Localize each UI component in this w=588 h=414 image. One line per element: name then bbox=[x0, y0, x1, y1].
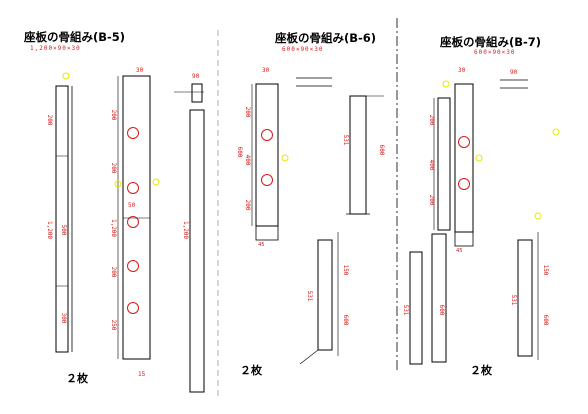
dim-b5-side-5: 250 bbox=[110, 320, 117, 331]
panel-qty-b6: ２枚 bbox=[240, 364, 262, 377]
panel-qty-b7: ２枚 bbox=[470, 364, 492, 377]
marker-dot bbox=[442, 80, 450, 88]
b5-side-rail bbox=[117, 75, 151, 360]
marker-dot bbox=[552, 128, 560, 136]
panel-size-b7: 600×90×30 bbox=[474, 49, 516, 56]
marker-dot bbox=[114, 180, 122, 188]
bolt-hole bbox=[458, 178, 470, 190]
dim-b5-total: 1,200 bbox=[46, 221, 53, 239]
dim-b5-side-2: 200 bbox=[110, 163, 117, 174]
dim-b5-cross: 1,200 bbox=[182, 221, 189, 239]
dim-b7-2: 400 bbox=[428, 160, 435, 171]
dim-b5-mid: 500 bbox=[60, 225, 67, 236]
dim-b5-side-3: 1,200 bbox=[110, 219, 117, 237]
dim-b6-foot: 45 bbox=[258, 242, 265, 248]
bolt-hole bbox=[127, 216, 139, 228]
panel-size-b6: 600×90×30 bbox=[282, 46, 324, 53]
marker-dot bbox=[534, 212, 542, 220]
dim-b5-side-4: 200 bbox=[110, 267, 117, 278]
bolt-hole bbox=[261, 129, 273, 141]
dim-b6-1: 200 bbox=[244, 107, 251, 118]
dim-b5-side-1: 200 bbox=[110, 110, 117, 121]
b5-cross-rail bbox=[174, 83, 205, 393]
dim-b5-center: 50 bbox=[128, 202, 136, 209]
b6-leg bbox=[299, 232, 339, 365]
b5-long-rail bbox=[55, 85, 73, 353]
dim-b7-leg-4: 150 bbox=[542, 265, 549, 276]
bolt-hole bbox=[458, 136, 470, 148]
b6-side-rail bbox=[251, 83, 279, 241]
dim-b6-2: 600 bbox=[236, 147, 243, 158]
dim-b6-leg-1: 531 bbox=[306, 291, 313, 302]
marker-dot bbox=[475, 154, 483, 162]
dim-b6-head: 30 bbox=[262, 67, 270, 74]
dim-b7-leg-3: 531 bbox=[510, 295, 517, 306]
panel-size-b5: 1,200×90×30 bbox=[30, 45, 81, 52]
dim-b5-cross-head: 90 bbox=[192, 73, 200, 80]
dim-b6-leg-2: 150 bbox=[342, 265, 349, 276]
panel-title-b5: 座板の骨組み(B-5) bbox=[24, 30, 126, 44]
marker-dot bbox=[152, 178, 160, 186]
dim-b5-bottom: 300 bbox=[60, 313, 67, 324]
b7-side-rail bbox=[454, 83, 474, 247]
dim-b5-top: 200 bbox=[46, 115, 53, 126]
dim-b7-leg-5: 600 bbox=[542, 315, 549, 326]
dim-b6-cross-2: 531 bbox=[342, 135, 349, 146]
dim-b6-3: 400 bbox=[244, 155, 251, 166]
dim-b7-head: 30 bbox=[458, 67, 466, 74]
dim-b7-leg-1: 531 bbox=[402, 305, 409, 316]
panel-title-b6: 座板の骨組み(B-6) bbox=[275, 31, 377, 45]
dim-b6-leg-3: 600 bbox=[342, 315, 349, 326]
bolt-hole bbox=[127, 302, 139, 314]
panel-title-b7: 座板の骨組み(B-7) bbox=[440, 35, 542, 49]
dim-b6-4: 200 bbox=[244, 200, 251, 211]
dim-b7-leg-2: 600 bbox=[438, 305, 445, 316]
dim-b7-1: 200 bbox=[428, 115, 435, 126]
bolt-hole bbox=[127, 127, 139, 139]
b6-cross-rail bbox=[296, 77, 384, 215]
b7-cross-rail: 90 bbox=[500, 69, 528, 89]
marker-dot bbox=[281, 154, 289, 162]
bolt-hole bbox=[127, 260, 139, 272]
dim-b7-cross-head: 90 bbox=[510, 69, 518, 76]
b7-leg bbox=[409, 232, 539, 365]
dim-b5-foot: 15 bbox=[138, 371, 146, 378]
bolt-hole bbox=[261, 174, 273, 186]
dim-b7-foot: 45 bbox=[456, 248, 463, 254]
panel-qty-b5: ２枚 bbox=[66, 372, 88, 385]
b7-left-rail bbox=[433, 97, 451, 231]
dim-b6-cross: 600 bbox=[378, 145, 385, 156]
dim-b5-head: 30 bbox=[136, 67, 144, 74]
bolt-hole bbox=[127, 182, 139, 194]
dim-b7-3: 200 bbox=[428, 195, 435, 206]
marker-dot bbox=[62, 72, 70, 80]
